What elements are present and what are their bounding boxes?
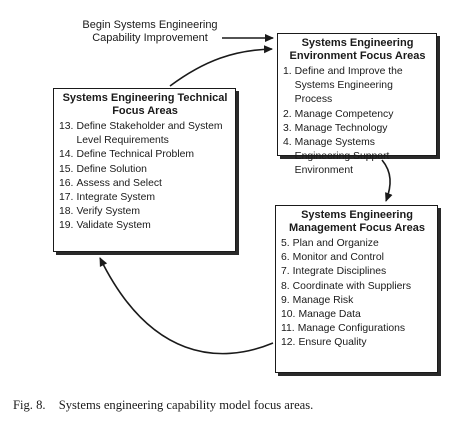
list-item: 16. Assess and Select [59, 177, 231, 191]
item-text: Assess and Select [76, 177, 162, 189]
item-text: Define Solution [76, 163, 147, 175]
list-item: 13. Define Stakeholder and System Level … [59, 120, 231, 148]
management-title-line1: Systems Engineering [301, 209, 413, 221]
environment-box-title: Systems Engineering Environment Focus Ar… [283, 37, 432, 63]
list-item: 9. Manage Risk [281, 294, 433, 308]
list-item: 18. Verify System [59, 205, 231, 219]
item-text: Define Stakeholder and System Level Requ… [76, 121, 223, 147]
technical-box-title: Systems Engineering Technical Focus Area… [59, 92, 231, 118]
list-item: 2. Manage Competency [283, 108, 432, 122]
item-number: 8. [281, 280, 290, 292]
item-number: 4. [283, 137, 292, 149]
environment-focus-areas-box: Systems Engineering Environment Focus Ar… [277, 33, 437, 176]
figure-caption: Fig. 8. Systems engineering capability m… [13, 398, 313, 413]
list-item: 19. Validate System [59, 219, 231, 233]
item-text: Manage Data [298, 309, 361, 321]
item-number: 16. [59, 177, 74, 189]
management-focus-areas-box: Systems Engineering Management Focus Are… [275, 205, 438, 373]
item-number: 6. [281, 252, 290, 264]
item-number: 17. [59, 192, 74, 204]
arrow-environment-to-management [381, 159, 393, 202]
list-item: 8. Coordinate with Suppliers [281, 280, 433, 294]
caption-text: Systems engineering capability model foc… [58, 398, 314, 412]
item-number: 7. [281, 266, 290, 278]
item-number: 15. [59, 163, 74, 175]
begin-label: Begin Systems Engineering Capability Imp… [75, 19, 225, 45]
item-number: 12. [281, 337, 296, 349]
item-number: 1. [283, 66, 292, 77]
item-text: Integrate System [76, 192, 155, 204]
item-text: Define and Improve the Systems Engineeri… [294, 66, 403, 106]
item-text: Manage Risk [292, 294, 354, 306]
item-number: 9. [281, 294, 290, 306]
list-item: 6. Monitor and Control [281, 251, 433, 265]
item-text: Verify System [76, 206, 140, 218]
list-item: 3. Manage Technology [283, 122, 432, 136]
list-item: 1. Define and Improve the Systems Engine… [283, 65, 432, 108]
management-box-title: Systems Engineering Management Focus Are… [281, 209, 433, 235]
arrow-technical-to-environment [169, 45, 273, 87]
item-number: 3. [283, 122, 292, 134]
item-text: Validate System [76, 220, 151, 232]
environment-title-line1: Systems Engineering [301, 37, 414, 49]
list-item: 17. Integrate System [59, 191, 231, 205]
item-text: Manage Technology [294, 122, 388, 134]
arrow-management-to-technical [99, 257, 274, 355]
item-text: Define Technical Problem [76, 149, 195, 161]
item-number: 18. [59, 206, 74, 218]
item-number: 14. [59, 149, 74, 161]
item-text: Coordinate with Suppliers [292, 280, 412, 292]
list-item: 14. Define Technical Problem [59, 148, 231, 162]
list-item: 12. Ensure Quality [281, 336, 433, 350]
begin-label-line1: Begin Systems Engineering [82, 19, 218, 31]
technical-title-line2: Focus Areas [112, 105, 178, 117]
item-text: Manage Competency [294, 108, 394, 120]
list-item: 11. Manage Configurations [281, 322, 433, 336]
item-text: Manage Systems Engineering Support Envir… [294, 137, 390, 177]
list-item: 15. Define Solution [59, 163, 231, 177]
list-item: 10. Manage Data [281, 308, 433, 322]
item-text: Ensure Quality [298, 337, 367, 349]
management-title-line2: Management Focus Areas [289, 222, 425, 234]
list-item: 7. Integrate Disciplines [281, 265, 433, 279]
item-text: Plan and Organize [292, 238, 379, 249]
item-text: Manage Configurations [297, 323, 406, 335]
technical-title-line1: Systems Engineering Technical [62, 92, 228, 104]
item-number: 13. [59, 121, 74, 132]
list-item: 5. Plan and Organize [281, 237, 433, 251]
item-number: 5. [281, 238, 290, 249]
technical-focus-areas-box: Systems Engineering Technical Focus Area… [53, 88, 236, 252]
item-number: 10. [281, 309, 296, 321]
begin-label-line2: Capability Improvement [92, 32, 208, 44]
item-text: Integrate Disciplines [292, 266, 387, 278]
item-text: Monitor and Control [292, 252, 384, 264]
item-number: 11. [281, 323, 295, 335]
environment-title-line2: Environment Focus Areas [289, 50, 426, 62]
list-item: 4. Manage Systems Engineering Support En… [283, 136, 432, 179]
caption-label: Fig. 8. [13, 398, 46, 412]
item-number: 19. [59, 220, 74, 232]
item-number: 2. [283, 108, 292, 120]
